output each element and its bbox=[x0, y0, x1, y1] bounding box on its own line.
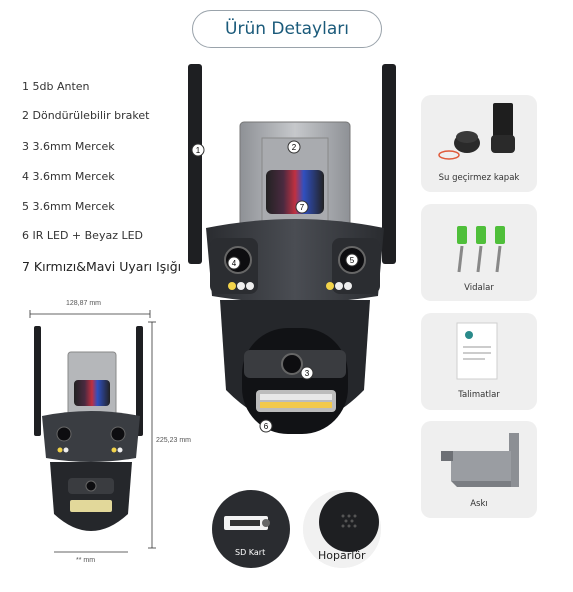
speaker-icon bbox=[303, 490, 381, 568]
detail-sd-card bbox=[212, 490, 290, 568]
callout-3 bbox=[300, 366, 314, 380]
page-title: Ürün Detayları bbox=[192, 10, 382, 48]
feature-lens-4: 4 3.6mm Mercek bbox=[22, 170, 115, 183]
feature-antenna: 1 5db Anten bbox=[22, 80, 90, 93]
dimension-camera-illustration bbox=[29, 310, 156, 553]
feature-bracket: 2 Döndürülebilir braket bbox=[22, 109, 150, 122]
accessory-card-manual: Talimatlar bbox=[421, 313, 537, 410]
antenna-right bbox=[382, 64, 396, 264]
accessory-label-screws: Vidalar bbox=[464, 283, 494, 293]
accessory-card-screws: Vidalar bbox=[421, 204, 537, 301]
antenna-left bbox=[188, 64, 202, 264]
feature-warning-light: 7 Kırmızı&Mavi Uyarı Işığı bbox=[22, 259, 182, 274]
svg-text:7: 7 bbox=[300, 203, 305, 212]
screws-icon bbox=[457, 226, 505, 273]
wall-bracket-icon bbox=[441, 433, 519, 487]
main-camera-illustration: 1 2 7 4 5 3 6 bbox=[188, 64, 396, 434]
callout-7 bbox=[295, 200, 309, 214]
accessory-label-cap: Su geçirmez kapak bbox=[438, 173, 520, 183]
feature-led: 6 IR LED + Beyaz LED bbox=[22, 229, 144, 242]
detail-label-speaker: Hoparlör bbox=[318, 549, 366, 562]
warning-light-ring bbox=[266, 170, 324, 214]
accessory-card-cap: Su geçirmez kapak bbox=[421, 95, 537, 192]
detail-label-sd: SD Kart bbox=[235, 548, 266, 557]
dimension-bottom: ** mm bbox=[76, 557, 96, 564]
svg-text:5: 5 bbox=[350, 256, 355, 265]
callout-5 bbox=[345, 253, 359, 267]
feature-lens-5: 5 3.6mm Mercek bbox=[22, 200, 115, 213]
callout-1 bbox=[191, 143, 205, 157]
lens-bottom bbox=[281, 353, 303, 375]
svg-text:3: 3 bbox=[305, 369, 310, 378]
svg-text:2: 2 bbox=[292, 143, 297, 152]
svg-text:6: 6 bbox=[264, 422, 269, 431]
callout-4 bbox=[227, 256, 241, 270]
manual-icon bbox=[456, 322, 498, 380]
accessory-label-bracket: Askı bbox=[470, 499, 488, 509]
page-title-text: Ürün Detayları bbox=[225, 19, 349, 39]
callout-6 bbox=[259, 419, 273, 433]
svg-text:1: 1 bbox=[196, 146, 201, 155]
sd-card-slot-icon bbox=[212, 490, 290, 568]
dimension-width: 128,87 mm bbox=[66, 300, 102, 307]
feature-lens-3: 3 3.6mm Mercek bbox=[22, 140, 115, 153]
dimension-height: 225,23 mm bbox=[156, 437, 192, 444]
svg-text:4: 4 bbox=[232, 259, 237, 268]
accessory-label-manual: Talimatlar bbox=[458, 390, 500, 400]
led-array bbox=[256, 390, 336, 412]
waterproof-cap-icon bbox=[438, 103, 515, 160]
detail-speaker bbox=[303, 490, 381, 568]
accessory-card-bracket: Askı bbox=[421, 421, 537, 518]
callout-2 bbox=[287, 140, 301, 154]
